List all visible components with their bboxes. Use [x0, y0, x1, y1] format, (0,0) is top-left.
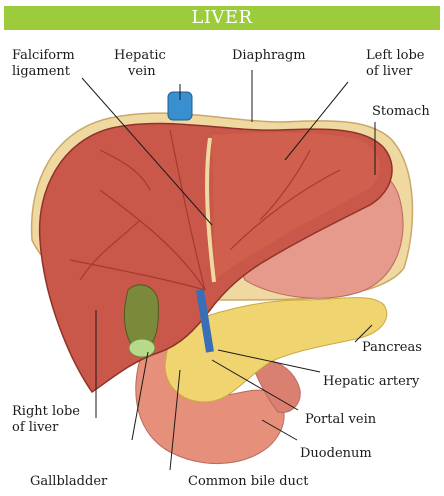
falciform-ligament-label-line2: ligament: [12, 64, 70, 80]
duodenum-label: Duodenum: [300, 446, 372, 462]
right-lobe-label-line1: Right lobe: [12, 404, 80, 420]
hepatic-artery-label: Hepatic artery: [323, 374, 419, 390]
portal-vein-label: Portal vein: [305, 412, 376, 428]
hepatic-vein-label-line2: vein: [128, 64, 156, 80]
gallbladder-label: Gallbladder: [30, 474, 107, 490]
falciform-ligament-label-line1: Falciform: [12, 48, 75, 64]
left-lobe-label-line2: of liver: [366, 64, 412, 80]
common-bile-duct-label: Common bile duct: [188, 474, 308, 490]
stomach-label: Stomach: [372, 104, 430, 120]
right-lobe-label-line2: of liver: [12, 420, 58, 436]
gallbladder-tip: [129, 339, 155, 357]
left-lobe-label-line1: Left lobe: [366, 48, 425, 64]
diaphragm-label: Diaphragm: [232, 48, 306, 64]
hepatic-vein-label-line1: Hepatic: [114, 48, 166, 64]
pancreas-label: Pancreas: [362, 340, 422, 356]
